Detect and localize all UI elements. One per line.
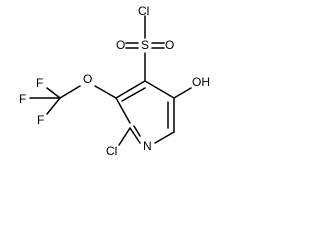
bond-c6-n (154, 131, 175, 144)
atom-cl-sulfonyl: Cl (138, 4, 149, 18)
atom-fluorine-bottom: F (37, 113, 44, 127)
atom-oxygen-ether: O (83, 72, 92, 86)
atom-sulfur: S (141, 38, 149, 52)
bond-c-f-bottom (46, 97, 61, 115)
bonds (29, 15, 192, 146)
atom-nitrogen: N (143, 139, 152, 153)
bond-c5-oh (173, 87, 192, 99)
bond-c2-c3 (115, 97, 131, 124)
bond-c2-cl (118, 127, 131, 146)
atom-labels: Cl S O O O F F F OH Cl N (19, 4, 210, 158)
bond-c3-c4 (115, 80, 146, 99)
molecule-structure-diagram: Cl S O O O F F F OH Cl N (19, 4, 210, 158)
atom-oxygen-right: O (165, 38, 174, 52)
bond-o-cf3 (59, 85, 81, 99)
atom-fluorine-top: F (36, 76, 43, 90)
atom-cl-ring: Cl (106, 144, 117, 158)
bond-c-f-top (46, 87, 61, 99)
atom-fluorine-left: F (19, 92, 26, 106)
atom-oxygen-left: O (116, 38, 125, 52)
bond-n-c2 (129, 127, 141, 144)
bond-n-c2-inner (133, 125, 141, 137)
bond-c3-c4-inner (121, 87, 146, 102)
bond-c4-c5 (144, 80, 175, 99)
bond-c3-o (94, 85, 117, 99)
atom-hydroxyl: OH (192, 75, 210, 89)
